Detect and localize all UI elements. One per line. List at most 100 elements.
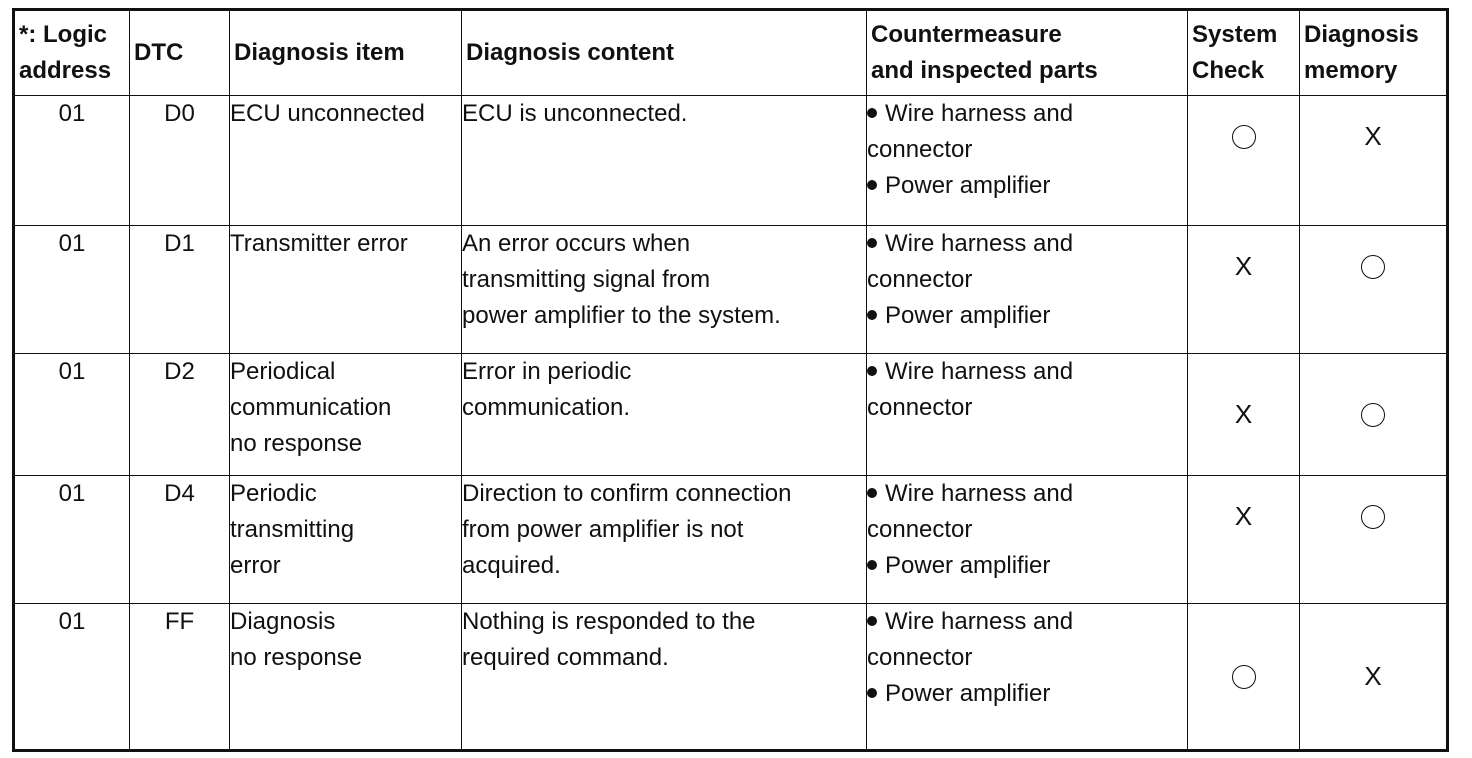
cell-system-check xyxy=(1187,95,1300,226)
header-memory-line2: memory xyxy=(1304,57,1398,84)
diagnosis-item-line: no response xyxy=(230,430,363,457)
header-counter-line1: Countermeasure xyxy=(871,21,1062,48)
cell-logic-address: 01 xyxy=(13,603,130,751)
cell-system-check xyxy=(1187,603,1300,751)
diagnosis-item-line: no response xyxy=(230,644,363,671)
cell-dtc: FF xyxy=(129,603,230,751)
header-dtc: DTC xyxy=(129,9,230,96)
diagnosis-item-line: transmitting xyxy=(230,516,355,543)
countermeasure-line: Power amplifier xyxy=(885,552,1051,579)
countermeasure-bullet-item: Wire harness and xyxy=(867,476,1187,512)
cell-diagnosis-memory xyxy=(1299,353,1448,476)
cell-countermeasure: Wire harness and connector xyxy=(866,353,1188,476)
countermeasure-line: Power amplifier xyxy=(885,680,1051,707)
bullet-dot-icon xyxy=(867,180,877,190)
x-mark: X xyxy=(1234,398,1253,429)
diagnosis-item-line: ECU unconnected xyxy=(230,100,425,127)
countermeasure-line: connector xyxy=(867,266,973,293)
diagnosis-content-line: Direction to confirm connection xyxy=(462,480,792,507)
circle-mark-icon xyxy=(1361,254,1385,279)
diagnosis-content-line: communication. xyxy=(462,394,631,421)
circle-mark-icon xyxy=(1361,504,1385,529)
diagnosis-content-line: Error in periodic xyxy=(462,358,632,385)
header-diagnosis-item: Diagnosis item xyxy=(229,9,462,96)
cell-diagnosis-content: ECU is unconnected. xyxy=(461,95,867,226)
bullet-dot-icon xyxy=(867,366,877,376)
cell-diagnosis-memory xyxy=(1299,475,1448,604)
countermeasure-line: connector xyxy=(867,644,973,671)
circle-mark-icon xyxy=(1231,124,1256,149)
cell-logic-address: 01 xyxy=(13,475,130,604)
cell-dtc: D4 xyxy=(129,475,230,604)
countermeasure-line: Wire harness and xyxy=(885,608,1074,635)
cell-dtc: D1 xyxy=(129,225,230,354)
diagnosis-table: *: Logic address DTC Diagnosis item Diag… xyxy=(12,8,1449,752)
cell-diagnosis-item: Periodic transmitting error xyxy=(229,475,462,604)
countermeasure-line: connector xyxy=(867,516,973,543)
diagnosis-content-line: transmitting signal from xyxy=(462,266,711,293)
x-mark: X xyxy=(1234,251,1253,281)
cell-diagnosis-content: An error occurs when transmitting signal … xyxy=(461,225,867,354)
header-memory-line1: Diagnosis xyxy=(1304,21,1419,48)
cell-dtc: D0 xyxy=(129,95,230,226)
cell-diagnosis-memory xyxy=(1299,225,1448,354)
diagnosis-item-line: error xyxy=(230,552,281,579)
countermeasure-bullet-item: Wire harness and xyxy=(867,604,1187,640)
x-mark: X xyxy=(1364,660,1382,691)
header-logic-address: *: Logic address xyxy=(13,9,130,96)
cell-system-check: X xyxy=(1187,225,1300,354)
countermeasure-line: connector xyxy=(867,136,973,163)
countermeasure-bullet-item: Power amplifier xyxy=(867,168,1187,204)
cell-diagnosis-item: Periodical communication no response xyxy=(229,353,462,476)
header-logic-line1: *: Logic xyxy=(19,21,107,48)
cell-logic-address: 01 xyxy=(13,225,130,354)
x-mark: X xyxy=(1234,501,1253,531)
countermeasure-line: Wire harness and xyxy=(885,230,1074,257)
diagnosis-item-line: Periodic xyxy=(230,480,317,507)
header-system-line2: Check xyxy=(1192,57,1265,84)
diagnosis-item-line: communication xyxy=(230,394,392,421)
countermeasure-bullet-item: Wire harness and xyxy=(867,96,1187,132)
header-diagnosis-memory: Diagnosis memory xyxy=(1299,9,1448,96)
countermeasure-bullet-item: Wire harness and xyxy=(867,226,1187,262)
countermeasure-line: connector xyxy=(867,394,973,421)
bullet-dot-icon xyxy=(867,688,877,698)
bullet-dot-icon xyxy=(867,108,877,118)
header-diagnosis-content: Diagnosis content xyxy=(461,9,867,96)
bullet-dot-icon xyxy=(867,238,877,248)
cell-diagnosis-content: Error in periodic communication. xyxy=(461,353,867,476)
cell-diagnosis-item: Transmitter error xyxy=(229,225,462,354)
diagnosis-content-line: Nothing is responded to the xyxy=(462,608,756,635)
diagnosis-item-line: Periodical xyxy=(230,358,336,385)
diagnosis-item-line: Diagnosis xyxy=(230,608,336,635)
cell-diagnosis-content: Direction to confirm connection from powe… xyxy=(461,475,867,604)
cell-system-check: X xyxy=(1187,475,1300,604)
circle-mark-icon xyxy=(1361,403,1385,428)
countermeasure-line: Wire harness and xyxy=(885,480,1074,507)
cell-diagnosis-item: Diagnosis no response xyxy=(229,603,462,751)
countermeasure-line: Wire harness and xyxy=(885,100,1074,127)
header-system-line1: System xyxy=(1192,21,1278,48)
cell-diagnosis-item: ECU unconnected xyxy=(229,95,462,226)
countermeasure-bullet-item: Wire harness and xyxy=(867,354,1187,390)
cell-system-check: X xyxy=(1187,353,1300,476)
bullet-dot-icon xyxy=(867,310,877,320)
circle-mark-icon xyxy=(1231,665,1256,690)
header-counter-line2: and inspected parts xyxy=(871,57,1098,84)
diagnosis-content-line: from power amplifier is not xyxy=(462,516,744,543)
diagnosis-content-line: An error occurs when xyxy=(462,230,691,257)
cell-diagnosis-memory: X xyxy=(1299,95,1448,226)
diagnosis-content-line: acquired. xyxy=(462,552,561,579)
countermeasure-line: Power amplifier xyxy=(885,172,1051,199)
countermeasure-bullet-item: Power amplifier xyxy=(867,676,1187,712)
header-countermeasure: Countermeasure and inspected parts xyxy=(866,9,1188,96)
